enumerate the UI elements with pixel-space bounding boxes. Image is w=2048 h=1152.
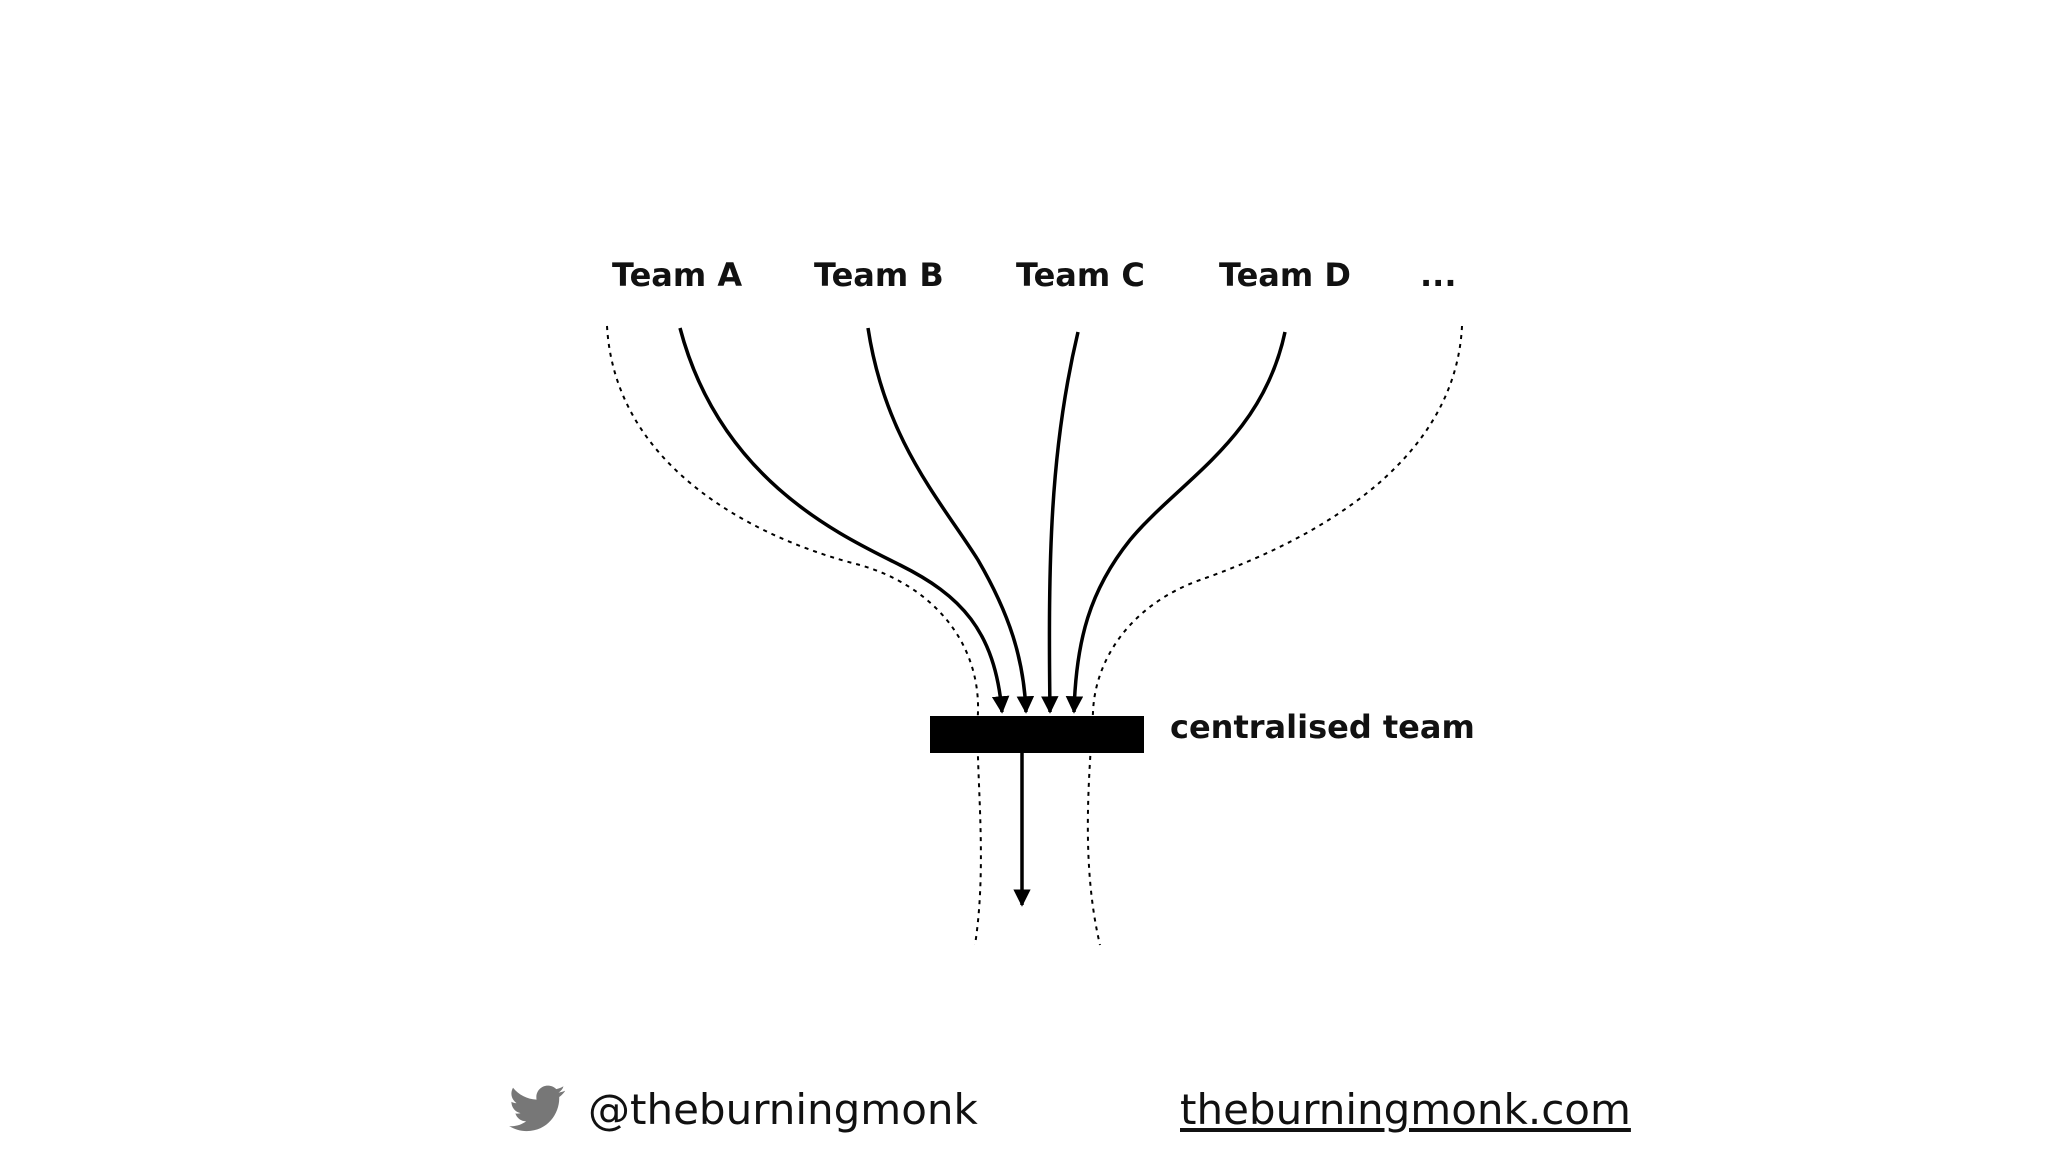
centralised-team-label: centralised team	[1170, 708, 1475, 746]
website-link[interactable]: theburningmonk.com	[1180, 1085, 1631, 1134]
flow-arrow-team-d	[1065, 331, 1287, 714]
funnel-boundary-right	[1086, 325, 1463, 946]
flow-arrow-team-b	[866, 327, 1035, 714]
team-c-label: Team C	[1016, 256, 1145, 294]
team-b-label: Team B	[814, 256, 944, 294]
flow-arrow-team-c	[1041, 331, 1080, 714]
twitter-handle[interactable]: @theburningmonk	[588, 1085, 978, 1134]
funnel-boundary-left	[606, 325, 982, 946]
flow-arrow-team-a	[678, 327, 1010, 714]
team-a-label: Team A	[612, 256, 743, 294]
twitter-bird-icon	[509, 1085, 566, 1132]
centralised-team-bar	[930, 716, 1144, 753]
more-teams-label: ...	[1420, 256, 1457, 294]
team-d-label: Team D	[1219, 256, 1351, 294]
